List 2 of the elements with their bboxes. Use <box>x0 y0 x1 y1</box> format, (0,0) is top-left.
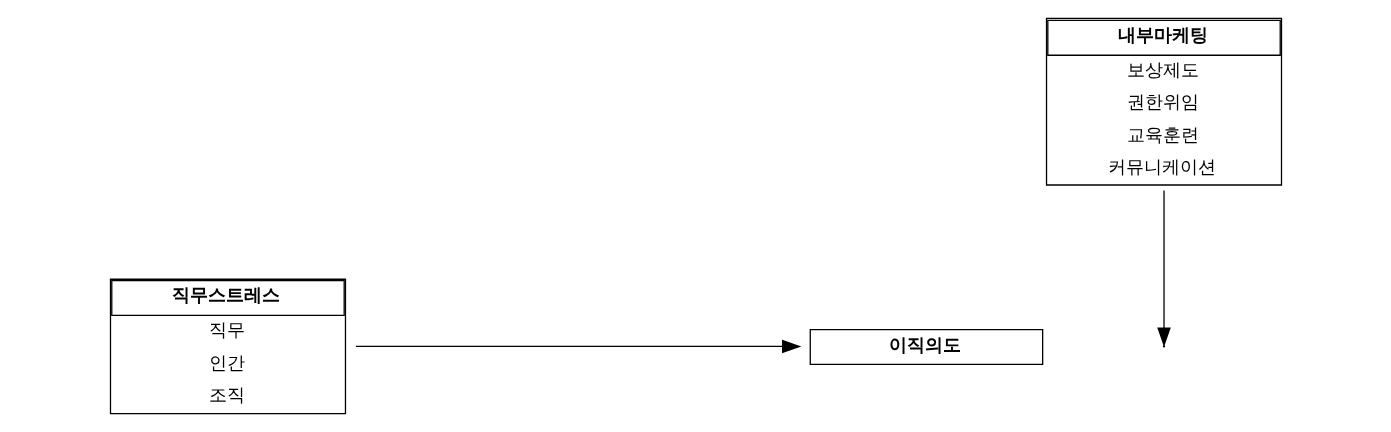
arrow <box>354 339 801 354</box>
node-box: 이직의도 <box>809 328 1043 366</box>
